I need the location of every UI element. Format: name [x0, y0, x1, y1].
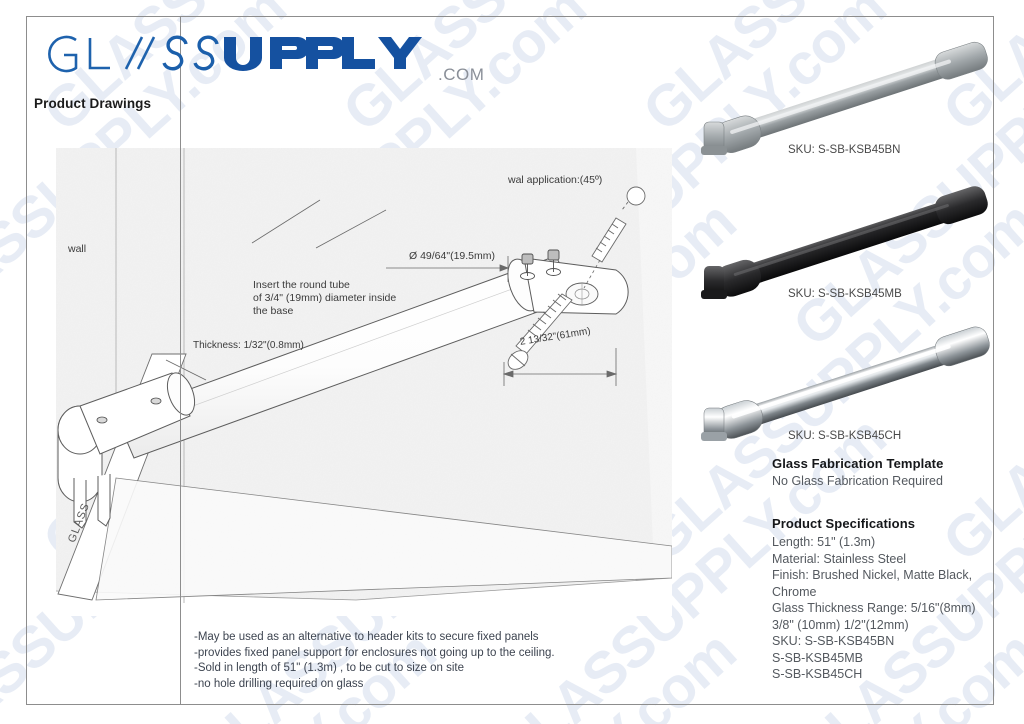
spec-line: 3/8" (10mm) 1/2"(12mm)	[772, 617, 909, 632]
fabrication-value: No Glass Fabrication Required	[772, 474, 943, 488]
spec-line: Glass Thickness Range: 5/16"(8mm)	[772, 601, 976, 615]
product-column: SKU: S-SB-KSB45BN	[690, 16, 1010, 705]
specifications-block: Product Specifications Length: 51" (1.3m…	[772, 516, 976, 683]
bar-matte-black	[701, 186, 988, 299]
sku-label: SKU: S-SB-KSB45CH	[788, 430, 902, 442]
sku-label: SKU: S-SB-KSB45MB	[788, 288, 902, 300]
note-item: -May be used as an alternative to header…	[194, 631, 539, 643]
spec-line: Length: 51" (1.3m)	[772, 535, 876, 549]
note-item: -provides fixed panel support for enclos…	[194, 646, 555, 659]
spec-line: S-SB-KSB45MB	[772, 650, 864, 665]
note-item: -no hole drilling required on glass	[194, 677, 364, 690]
label-insert-note-line1: Insert the round tube	[253, 279, 350, 291]
logo-tld: .COM	[438, 65, 485, 84]
technical-drawing: wall wal application:(45º) Ø 49/64"(19.5…	[56, 148, 672, 616]
drawing-vector	[56, 148, 672, 616]
label-wall: wall	[68, 243, 87, 255]
spec-line: Material: Stainless Steel	[772, 551, 907, 566]
spec-line: Finish: Brushed Nickel, Matte Black,	[772, 568, 973, 582]
specifications-list: Length: 51" (1.3m) Material: Stainless S…	[772, 534, 976, 683]
page-border	[26, 16, 994, 705]
bar-chrome	[701, 326, 990, 441]
fabrication-heading: Glass Fabrication Template	[772, 456, 944, 471]
sku-label: SKU: S-SB-KSB45BN	[788, 144, 901, 156]
spec-line: S-SB-KSB45CH	[772, 667, 863, 681]
label-thickness: Thickness: 1/32"(0.8mm)	[193, 340, 304, 351]
label-insert-note-line3: the base	[253, 305, 294, 317]
spec-line: Chrome	[772, 584, 817, 599]
label-insert-note-line2: of 3/4" (19mm) diameter inside	[253, 292, 397, 304]
bar-brushed-nickel	[701, 41, 988, 155]
product-image-brushed-nickel: SKU: S-SB-KSB45BN	[690, 30, 1010, 180]
brand-logo: .COM	[34, 28, 485, 84]
page-title: Product Drawings	[34, 96, 152, 111]
label-diameter: Ø 49/64"(19.5mm)	[409, 250, 496, 262]
logo-wordmark	[48, 35, 422, 73]
fabrication-block: Glass Fabrication Template No Glass Fabr…	[772, 456, 943, 488]
product-notes: -May be used as an alternative to header…	[194, 630, 555, 692]
note-item: -Sold in length of 51" (1.3m) , to be cu…	[194, 662, 465, 675]
product-image-chrome: SKU: S-SB-KSB45CH	[690, 316, 1010, 466]
product-image-matte-black: SKU: S-SB-KSB45MB	[690, 174, 1010, 324]
spec-line: SKU: S-SB-KSB45BN	[772, 634, 895, 648]
label-wall-application: wal application:(45º)	[508, 174, 603, 186]
specifications-heading: Product Specifications	[772, 516, 916, 531]
column-divider	[180, 16, 181, 705]
